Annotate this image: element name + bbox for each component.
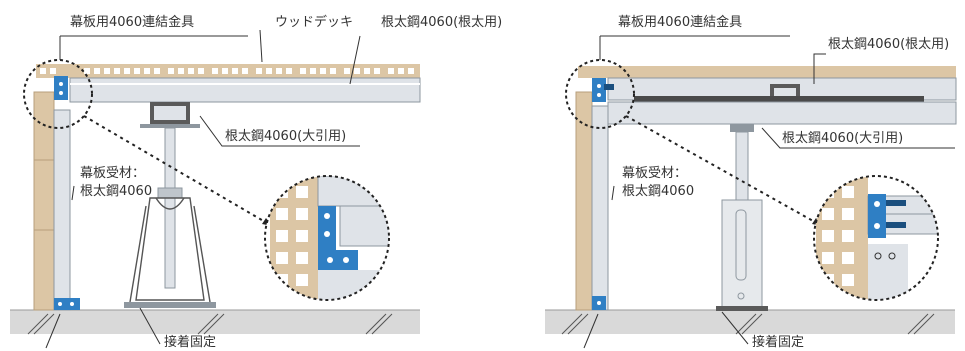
label-fascia-line2-left: 根太鋼4060 (80, 184, 152, 199)
label-bracket-right: 幕板用4060連結金具 (618, 14, 742, 30)
label-glue-left: 接着固定 (164, 334, 216, 350)
label-bracket-left: 幕板用4060連結金具 (70, 14, 194, 30)
label-joist-right: 根太鋼4060(根太用) (828, 37, 949, 52)
label-fascia-line2-right: 根太鋼4060 (622, 184, 694, 199)
ground-hatch-left (27, 313, 393, 335)
fascia-steel-left (53, 109, 71, 311)
right-panel: 幕板用4060連結金具 根太鋼4060(根太用) 根太鋼4060(大引用) 幕板… (545, 14, 957, 350)
label-glue-right: 接着固定 (752, 334, 804, 350)
detail-source-circle-left (23, 59, 93, 129)
detail-zoom-left (265, 176, 389, 300)
label-fascia-line1-left: 幕板受材： (80, 166, 145, 181)
label-deck-left: ウッドデッキ (275, 14, 353, 30)
beam-steel-right (607, 101, 957, 125)
bracket-right (592, 78, 614, 310)
ground-hatch-right (561, 313, 935, 335)
support-post-right (735, 131, 749, 203)
label-joist-left: 根太鋼4060(根太用) (381, 15, 502, 30)
ground-slab-left (10, 310, 420, 334)
detail-source-circle-right (565, 59, 635, 129)
label-fascia-line1-right: 幕板受材： (622, 166, 687, 181)
ground-slab-right (545, 310, 955, 334)
wood-deck-right (578, 66, 956, 78)
fascia-steel-right (591, 105, 609, 311)
detail-zoom-circle-left (264, 175, 390, 301)
detail-zoom-circle-right (813, 175, 939, 301)
label-beam-left: 根太鋼4060(大引用) (225, 129, 346, 144)
label-beam-right: 根太鋼4060(大引用) (782, 131, 903, 146)
left-panel: 幕板用4060連結金具 ウッドデッキ 根太鋼4060(根太用) 根太鋼4060(… (10, 14, 502, 350)
joist-steel-left (69, 77, 421, 103)
detail-zoom-right (814, 176, 938, 300)
bracket-left (54, 76, 80, 310)
wire-stand-left (129, 197, 211, 303)
fascia-wood-right (575, 91, 593, 311)
